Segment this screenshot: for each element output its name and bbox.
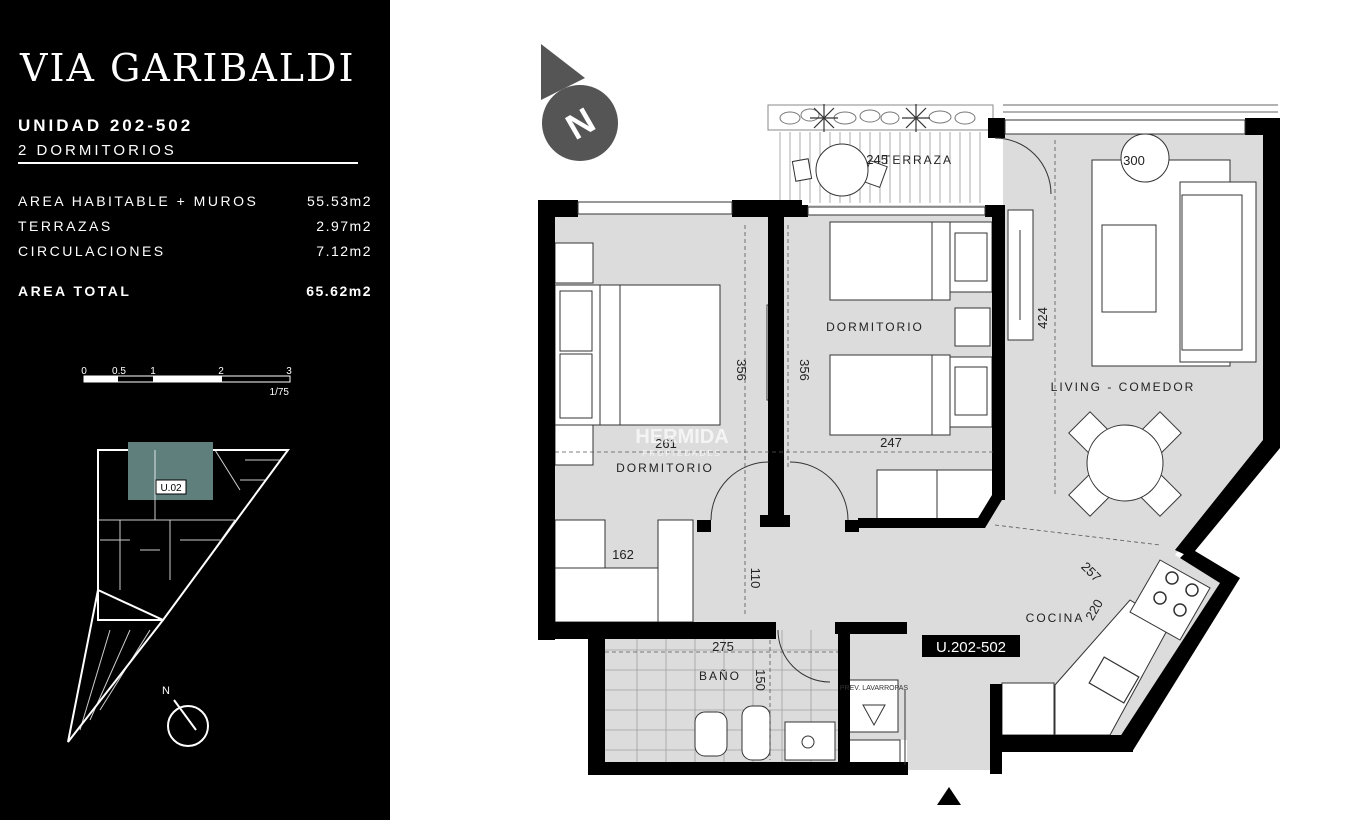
scale-ratio: 1/75 xyxy=(270,387,290,398)
title-divider xyxy=(18,162,358,164)
key-plan-north-label: N xyxy=(162,685,170,697)
dimension-label: 424 xyxy=(1035,307,1050,329)
floor-plan-drawing: TERRAZA DORMITORIO DORMITORIO LIVING - C… xyxy=(538,44,1280,805)
scale-segment xyxy=(153,376,222,382)
terrace-table-set xyxy=(791,143,888,197)
area-total-label: AREA TOTAL xyxy=(18,283,132,299)
area-total-value: 65.62m2 xyxy=(306,283,372,299)
cooktop-burners xyxy=(1153,571,1199,617)
dining-set xyxy=(1068,411,1182,517)
key-plan-unit-tag xyxy=(155,479,187,495)
room-label-bedroom-second: DORMITORIO xyxy=(826,320,924,334)
windows xyxy=(577,119,1246,216)
room-label-living: LIVING - COMEDOR xyxy=(1051,380,1196,394)
door-swings xyxy=(710,137,1052,765)
scale-tick: 0.5 xyxy=(112,366,126,377)
area-label: TERRAZAS xyxy=(18,218,113,234)
scale-tick: 1 xyxy=(150,366,156,377)
room-label-kitchen: COCINA xyxy=(1026,611,1085,625)
dimension-label: 150 xyxy=(753,669,768,691)
watermark-logo: HERMIDA xyxy=(635,426,728,448)
north-compass-icon: N xyxy=(541,44,618,161)
room-label-bath: BAÑO xyxy=(699,669,741,683)
key-plan-compass-needle xyxy=(173,699,197,731)
watermark-subtitle: PROPIEDADES xyxy=(642,449,722,458)
bedroom-second-furniture xyxy=(829,221,996,521)
key-plan-unit-label: U.02 xyxy=(160,483,182,494)
dimension-lines xyxy=(555,140,1161,760)
key-plan-compass xyxy=(167,705,209,747)
dimension-label: 245 xyxy=(866,152,888,167)
dimension-label: 356 xyxy=(734,359,749,381)
dimension-label: 261 xyxy=(655,436,677,451)
room-label-bedroom-main: DORMITORIO xyxy=(616,461,714,475)
unit-title: UNIDAD 202-502 xyxy=(18,116,194,135)
area-label: CIRCULACIONES xyxy=(18,243,166,259)
scale-tick: 2 xyxy=(218,366,224,377)
dimension-label: 300 xyxy=(1123,153,1145,168)
key-plan-unit-highlight xyxy=(128,442,213,500)
scale-bar: 0 0.5 1 2 3 1/75 xyxy=(81,366,292,398)
bath-fixtures xyxy=(694,705,836,761)
room-label-terrace: TERRAZA xyxy=(883,153,953,167)
area-value: 7.12m2 xyxy=(316,243,372,259)
unit-tag xyxy=(922,635,1020,657)
scale-tick: 0 xyxy=(81,366,87,377)
key-plan: U.02 N xyxy=(67,442,290,747)
area-label: AREA HABITABLE + MUROS xyxy=(18,193,259,209)
unit-tag-label: U.202-502 xyxy=(936,639,1006,656)
planter-palms xyxy=(810,104,930,132)
dimension-label: 162 xyxy=(612,547,634,562)
dimension-label: 275 xyxy=(712,639,734,654)
dimension-label: 356 xyxy=(797,359,812,381)
scale-segment xyxy=(84,376,118,382)
dimension-label: 247 xyxy=(880,435,902,450)
floor-plan: TERRAZA DORMITORIO DORMITORIO LIVING - C… xyxy=(390,0,1365,820)
unit-subtitle: 2 DORMITORIOS xyxy=(18,142,177,159)
walls xyxy=(538,118,1280,775)
floor-area xyxy=(545,130,1265,770)
living-furniture xyxy=(1007,133,1257,367)
scale-tick: 3 xyxy=(286,366,292,377)
project-title: VIA GARIBALDI xyxy=(20,46,356,90)
area-value: 55.53m2 xyxy=(307,193,372,209)
dimension-label: 110 xyxy=(748,568,763,589)
key-plan-building xyxy=(67,449,290,743)
entrance-marker-icon xyxy=(937,787,961,805)
room-label-laundry: PREV. LAVARROPAS xyxy=(840,685,909,692)
laundry-space xyxy=(847,679,901,765)
info-panel: VIA GARIBALDI UNIDAD 202-502 2 DORMITORI… xyxy=(0,0,390,820)
kitchen-sink xyxy=(1088,656,1140,704)
area-value: 2.97m2 xyxy=(316,218,372,234)
